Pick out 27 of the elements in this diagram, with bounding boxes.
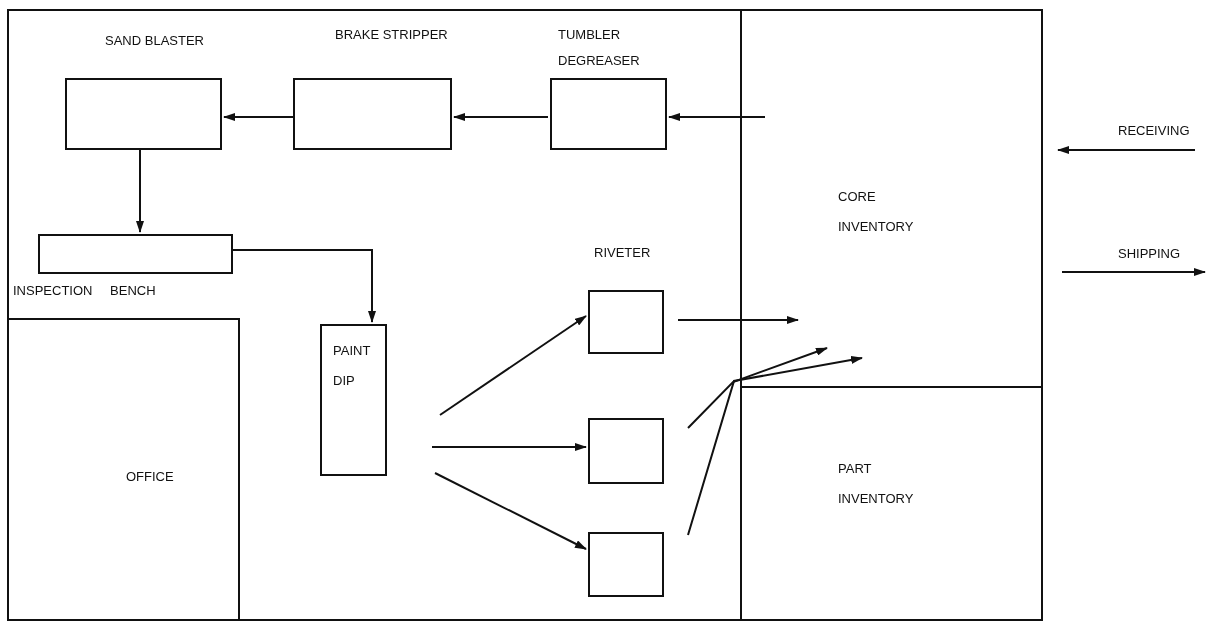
flow-arrow: [136, 149, 144, 233]
flow-arrow: [431, 443, 587, 451]
office-room: [8, 318, 240, 620]
station-label: RIVETER: [594, 244, 652, 262]
part-inventory-area: [740, 386, 1042, 620]
flow-arrow: [434, 472, 587, 550]
riveter-box: [588, 418, 664, 484]
flow-arrow: [687, 356, 863, 536]
flow-label: RECEIVING: [1118, 122, 1190, 140]
room-label: OFFICE: [126, 468, 175, 486]
flow-arrow: [223, 113, 294, 121]
station-label: BRAKE STRIPPER: [335, 26, 449, 44]
flow-arrow: [232, 249, 376, 323]
flow-label: SHIPPING: [1118, 245, 1181, 263]
riveter-box: [588, 532, 664, 597]
area-label: PART INVENTORY: [838, 460, 915, 508]
flow-arrow: [668, 113, 766, 121]
flow-arrow: [453, 113, 549, 121]
station-label: TUMBLER DEGREASER: [558, 26, 641, 70]
station-label: INSPECTION BENCH: [13, 282, 156, 300]
flow-arrow: [687, 347, 828, 429]
station-label: PAINT DIP: [333, 342, 372, 390]
flow-arrow: [439, 315, 587, 416]
station-label: SAND BLASTER: [105, 32, 205, 50]
area-label: CORE INVENTORY: [838, 188, 915, 236]
paint-dip-tank: [320, 324, 387, 476]
flow-arrow: [677, 316, 799, 324]
